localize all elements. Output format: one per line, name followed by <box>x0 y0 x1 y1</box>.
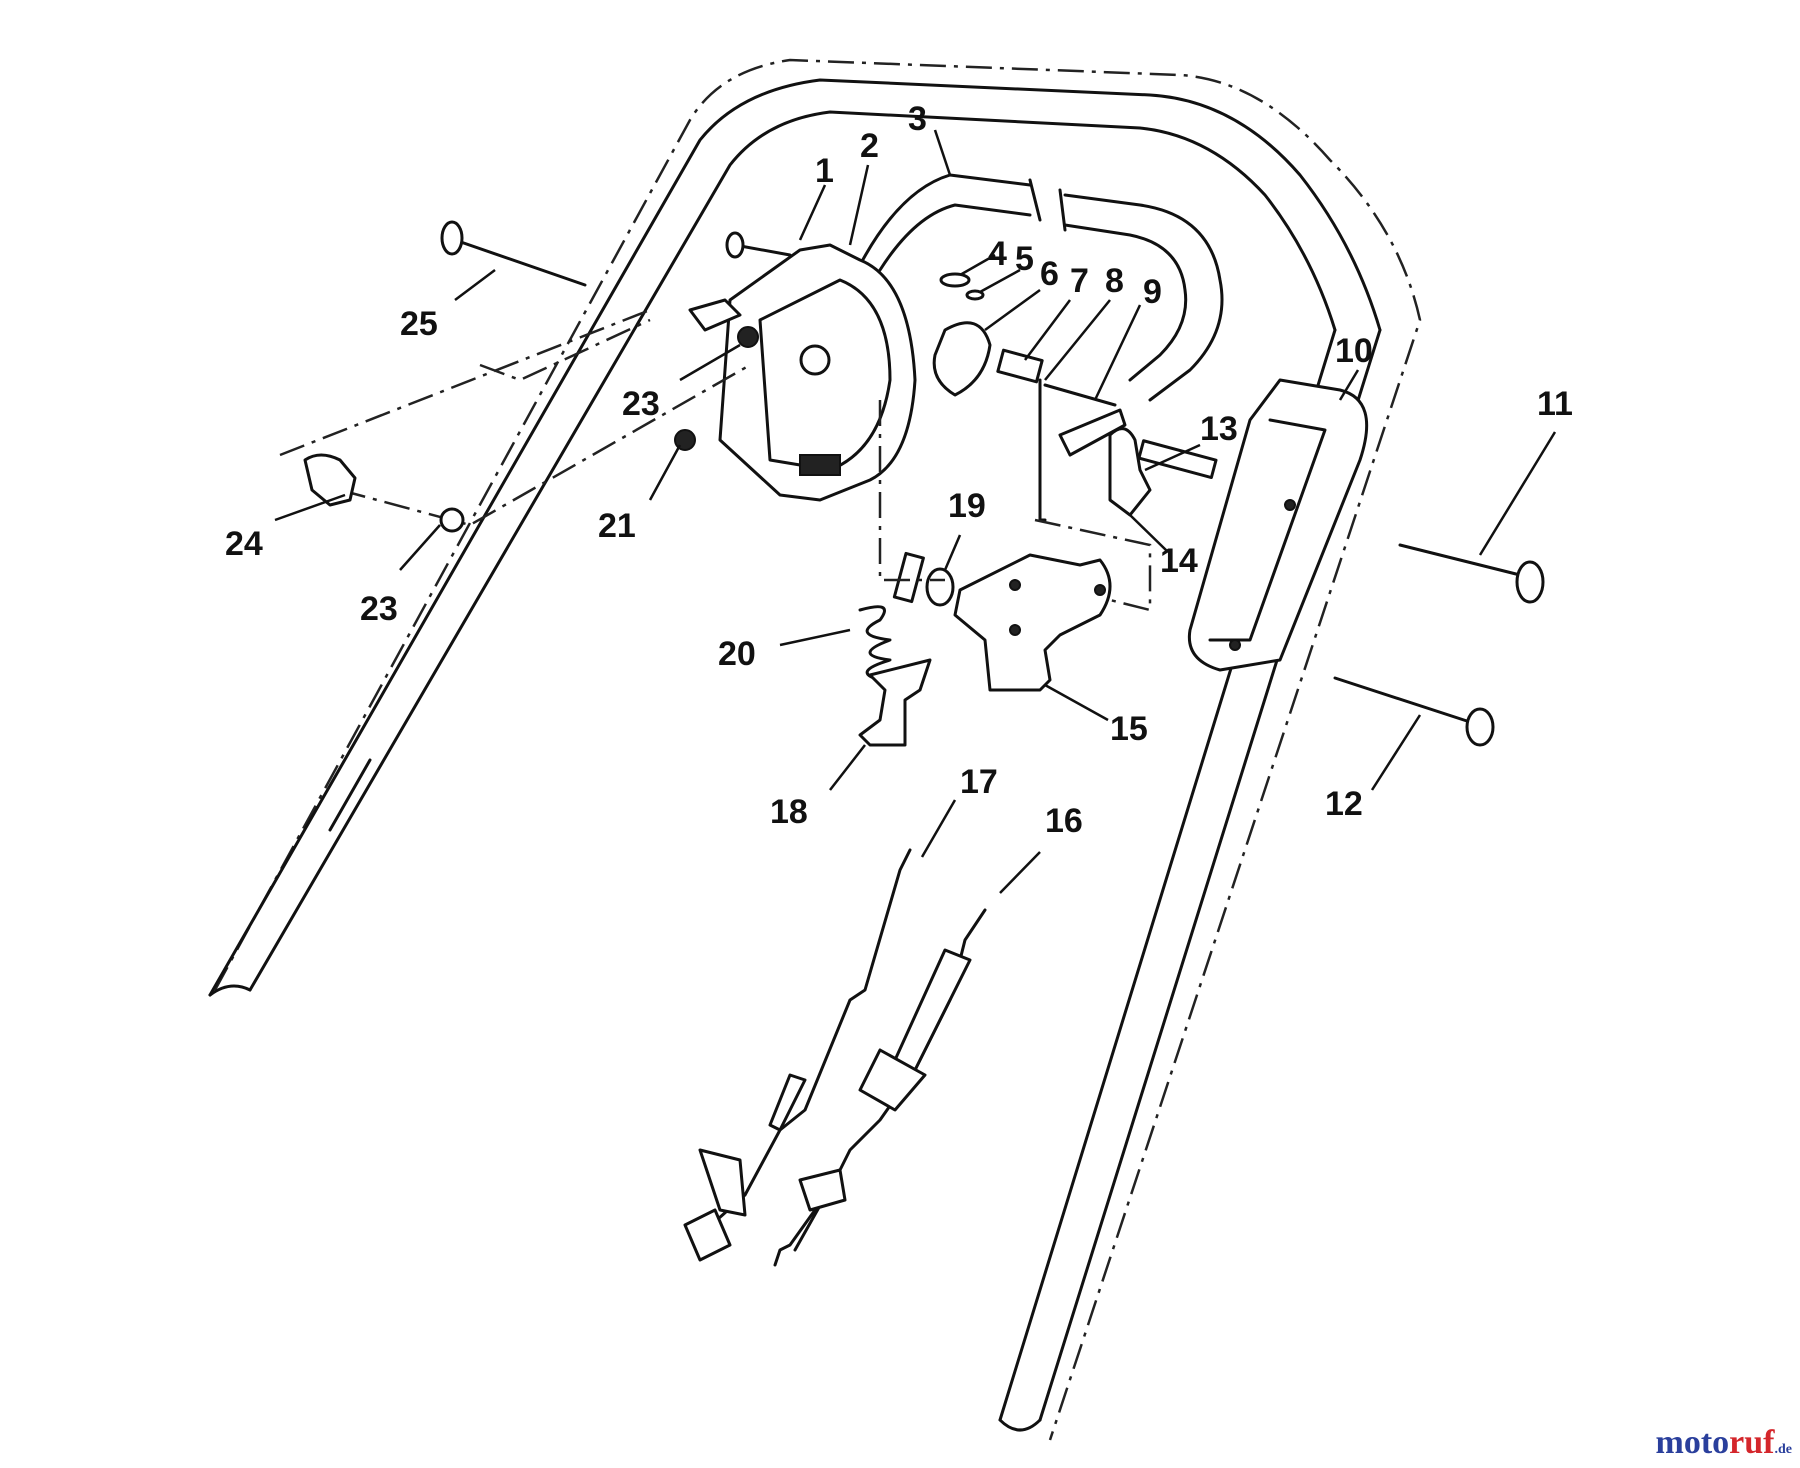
bolt-12-head <box>1465 707 1495 747</box>
clip-5 <box>965 289 985 301</box>
callout-3: 3 <box>908 100 927 138</box>
spring-8 <box>1038 378 1047 522</box>
bolt-11-head <box>1515 560 1545 604</box>
bolt-long-head <box>440 220 464 256</box>
nut-23a <box>737 326 759 348</box>
sleeve-7 <box>996 348 1044 384</box>
housing-left-tab <box>799 454 841 476</box>
cable-16-hook <box>773 1208 817 1267</box>
watermark-part-1: moto <box>1655 1424 1730 1461</box>
washer-19 <box>925 567 955 607</box>
assembly-line-2 <box>1034 518 1152 612</box>
callout-2: 2 <box>860 127 879 165</box>
cable-17-end <box>683 1208 732 1262</box>
bolt-short-head <box>725 231 745 259</box>
callout-10: 10 <box>1335 332 1373 370</box>
callout-14: 14 <box>1160 542 1198 580</box>
bushing-24 <box>303 453 357 507</box>
callout-18: 18 <box>770 793 808 831</box>
assembly-line-1 <box>878 400 945 582</box>
callout-23a: 23 <box>622 385 660 423</box>
leader-lines <box>274 129 1557 894</box>
housing-left-hole <box>799 344 831 376</box>
bushing-23-outer <box>688 298 742 332</box>
trigger-18 <box>858 658 932 747</box>
site-watermark: motoruf.de <box>1656 1424 1792 1462</box>
callout-5: 5 <box>1015 240 1034 278</box>
bracket-15-hole-2 <box>1009 624 1021 636</box>
callout-23b: 23 <box>360 590 398 628</box>
pin-18 <box>892 551 925 604</box>
callout-17: 17 <box>960 763 998 801</box>
cable-17 <box>698 848 912 1237</box>
cable-17-clip <box>698 1148 747 1217</box>
pin-13 <box>1137 439 1218 480</box>
callout-24: 24 <box>225 525 263 563</box>
bail-bar-break <box>1028 178 1067 232</box>
handle-tube-left-inner <box>248 110 1337 992</box>
callout-4: 4 <box>988 235 1007 273</box>
nut-23b <box>439 507 465 533</box>
callout-20: 20 <box>718 635 756 673</box>
bail-bar <box>858 173 1224 402</box>
bolt-long <box>453 238 587 287</box>
callout-21: 21 <box>598 507 636 545</box>
handle-left-seam <box>328 758 372 832</box>
cable-16-sheath <box>893 948 972 1072</box>
callout-12: 12 <box>1325 785 1363 823</box>
cam-6 <box>932 321 992 397</box>
housing-right-hole-1 <box>1284 499 1296 511</box>
callout-15: 15 <box>1110 710 1148 748</box>
callout-6: 6 <box>1040 255 1059 293</box>
watermark-part-3: .de <box>1774 1442 1793 1457</box>
callout-19: 19 <box>948 487 986 525</box>
bolt-11 <box>1398 543 1522 577</box>
bolt-12 <box>1333 676 1472 724</box>
handle-tube-end <box>208 984 1042 1432</box>
callout-13: 13 <box>1200 410 1238 448</box>
handle-tube-left <box>208 78 1382 997</box>
callout-8: 8 <box>1105 262 1124 300</box>
cable-17-segment <box>768 1073 807 1132</box>
callout-9: 9 <box>1143 273 1162 311</box>
cable-16-end <box>798 1168 847 1212</box>
callout-7: 7 <box>1070 262 1089 300</box>
callouts: 1 2 3 4 5 6 7 8 9 10 11 12 13 14 15 16 1… <box>225 100 1573 840</box>
housing-left-inner <box>758 278 892 472</box>
link-14 <box>1058 408 1127 457</box>
callout-11: 11 <box>1537 385 1573 423</box>
assembly-line-3 <box>279 308 651 457</box>
housing-right-inner <box>1208 418 1327 642</box>
cable-16-adjuster <box>858 1048 927 1112</box>
shaft-9 <box>1043 383 1117 407</box>
watermark-part-2: ruf <box>1729 1424 1775 1461</box>
housing-right <box>1187 378 1369 672</box>
callout-1: 1 <box>815 152 834 190</box>
assembly-line-5 <box>479 318 651 382</box>
bracket-15-hole-1 <box>1009 579 1021 591</box>
callout-25: 25 <box>400 305 438 343</box>
housing-right-hole-2 <box>1229 639 1241 651</box>
spring-20 <box>858 605 892 682</box>
bracket-15-hole-3 <box>1094 584 1106 596</box>
washer-4 <box>939 272 971 288</box>
bracket-15 <box>953 553 1112 692</box>
callout-16: 16 <box>1045 802 1083 840</box>
handle-outline-outer <box>213 58 1422 1441</box>
